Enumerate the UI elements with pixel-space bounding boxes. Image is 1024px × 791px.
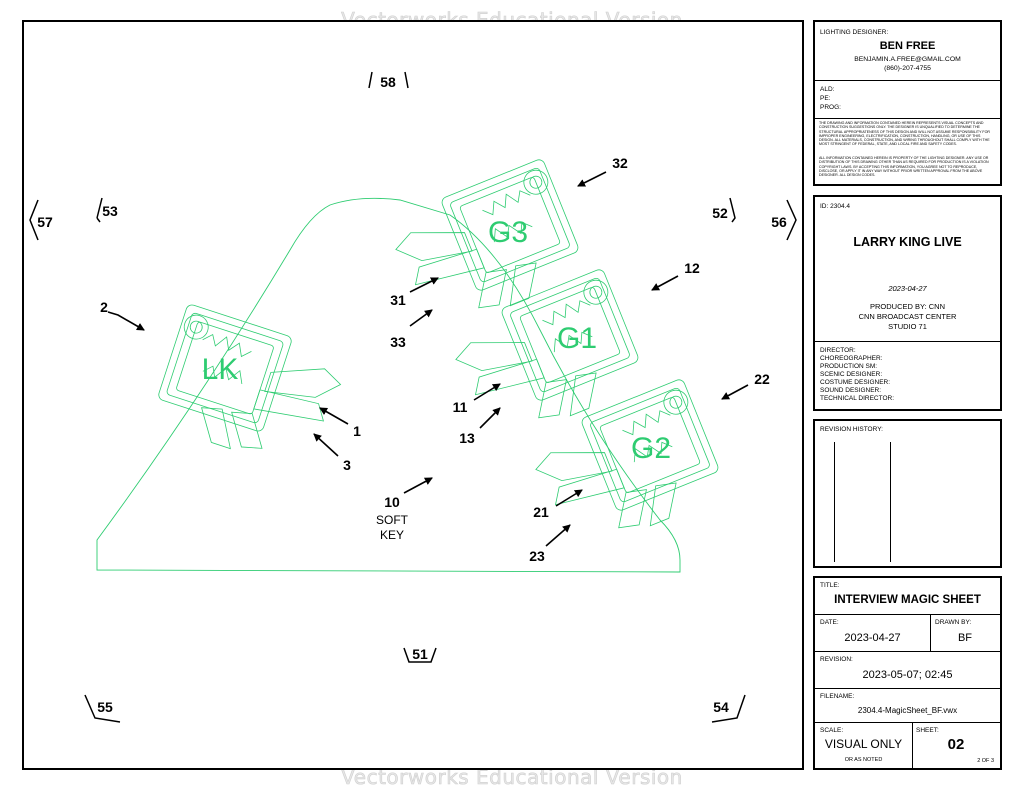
scale-note: OR AS NOTED bbox=[844, 757, 883, 763]
crew-production-sm: PRODUCTION SM: bbox=[820, 363, 878, 370]
crew-scenic-designer: SCENIC DESIGNER: bbox=[820, 371, 883, 378]
channel-label-12: 12 bbox=[684, 260, 700, 276]
sheet-label: SHEET: bbox=[916, 727, 939, 734]
channel-arrow-21 bbox=[555, 489, 583, 507]
designer-block: LIGHTING DESIGNER: BEN FREE BENJAMIN.A.F… bbox=[813, 20, 1002, 186]
channel-54 bbox=[711, 694, 746, 723]
revision-history-block: REVISION HISTORY: bbox=[813, 419, 1002, 568]
channel-label-33: 33 bbox=[390, 334, 406, 350]
group-label-g3: G3 bbox=[488, 216, 528, 249]
title-label: TITLE: bbox=[820, 582, 840, 589]
channel-label-55: 55 bbox=[97, 699, 113, 715]
channel-label-53: 53 bbox=[102, 203, 118, 219]
crew-director: DIRECTOR: bbox=[820, 347, 856, 354]
sheet-of: 2 OF 3 bbox=[977, 758, 994, 764]
channel-label-21: 21 bbox=[533, 504, 549, 520]
channel-label-3: 3 bbox=[343, 457, 351, 473]
production-id: ID: 2304.4 bbox=[820, 203, 850, 210]
revision-history-label: REVISION HISTORY: bbox=[820, 426, 883, 433]
designer-label: LIGHTING DESIGNER: bbox=[820, 29, 889, 36]
group-label-lk: LK bbox=[202, 353, 239, 386]
scale-label: SCALE: bbox=[820, 727, 844, 734]
crew-list: DIRECTOR: CHOREOGRAPHER: PRODUCTION SM: … bbox=[820, 347, 894, 403]
filename-label: FILENAME: bbox=[820, 693, 855, 700]
channel-51 bbox=[403, 647, 437, 663]
channel-label-22: 22 bbox=[754, 371, 770, 387]
disclaimer-design: THE DRAWING AND INFORMATION CONTAINED HE… bbox=[819, 121, 991, 147]
group-lk bbox=[149, 303, 351, 476]
channel-arrow-31 bbox=[409, 277, 439, 293]
group-label-g1: G1 bbox=[557, 322, 597, 355]
channel-label-54: 54 bbox=[713, 699, 729, 715]
drawn-by: BF bbox=[957, 632, 973, 644]
channel-label-51: 51 bbox=[412, 646, 428, 662]
designer-email: BENJAMIN.A.FREE@GMAIL.COM bbox=[854, 56, 961, 63]
pe-label: PE: bbox=[820, 95, 831, 102]
channel-58 bbox=[368, 71, 409, 89]
show-date: 2023-04-27 bbox=[888, 284, 927, 293]
channel-label-2: 2 bbox=[100, 299, 108, 315]
crew-technical-director: TECHNICAL DIRECTOR: bbox=[820, 395, 895, 402]
drawn-by-label: DRAWN BY: bbox=[935, 619, 972, 626]
date-label: DATE: bbox=[820, 619, 839, 626]
group-g1 bbox=[444, 267, 650, 449]
designer-phone: (860)-207-4755 bbox=[884, 65, 931, 72]
group-label-g2: G2 bbox=[631, 432, 671, 465]
crew-choreographer: CHOREOGRAPHER: bbox=[820, 355, 883, 362]
channel-label-23: 23 bbox=[529, 548, 545, 564]
channel-arrow-32 bbox=[577, 171, 607, 187]
soft-key-line1: SOFT bbox=[376, 513, 409, 527]
sheet-info-block: TITLE: INTERVIEW MAGIC SHEET DATE: 2023-… bbox=[813, 576, 1002, 770]
revision-value: 2023-05-07; 02:45 bbox=[862, 669, 953, 681]
channel-label-57: 57 bbox=[37, 214, 53, 230]
channel-arrow-22 bbox=[721, 384, 749, 400]
sheet-number: 02 bbox=[947, 736, 965, 753]
ald-label: ALD: bbox=[820, 86, 835, 93]
channel-53 bbox=[96, 197, 103, 223]
channel-55 bbox=[84, 694, 121, 723]
channel-label-52: 52 bbox=[712, 205, 728, 221]
channel-arrow-33 bbox=[409, 309, 433, 327]
channel-57 bbox=[29, 199, 39, 241]
show-title: LARRY KING LIVE bbox=[853, 235, 962, 249]
channel-label-58: 58 bbox=[380, 74, 396, 90]
group-g2 bbox=[524, 377, 730, 559]
drawing-frame bbox=[22, 20, 804, 770]
sheet-title: INTERVIEW MAGIC SHEET bbox=[834, 594, 981, 606]
channel-label-13: 13 bbox=[459, 430, 475, 446]
magic-sheet-drawing: LK G3 G1 G2 58 53 57 52 56 51 55 54 32 1… bbox=[29, 71, 797, 723]
channel-52 bbox=[729, 197, 736, 223]
disclaimer-copyright: ALL INFORMATION CONTAINED HEREIN IS PROP… bbox=[819, 156, 989, 178]
channel-label-56: 56 bbox=[771, 214, 787, 230]
crew-costume-designer: COSTUME DESIGNER: bbox=[820, 379, 891, 386]
channel-arrow-1 bbox=[319, 407, 349, 425]
channel-label-11: 11 bbox=[453, 399, 468, 415]
designer-name: BEN FREE bbox=[879, 40, 936, 52]
prog-label: PROG: bbox=[820, 104, 841, 111]
channel-arrow-11 bbox=[473, 383, 501, 401]
soft-key-line2: KEY bbox=[380, 528, 404, 542]
produced-by: PRODUCED BY: CNN bbox=[869, 302, 945, 311]
crew-sound-designer: SOUND DESIGNER: bbox=[820, 387, 882, 394]
channel-label-1: 1 bbox=[353, 423, 361, 439]
channel-label-10: 10 bbox=[384, 494, 400, 510]
channel-arrow-3 bbox=[313, 433, 339, 457]
channel-56 bbox=[786, 199, 797, 241]
channel-arrow-2 bbox=[107, 311, 145, 331]
channel-arrow-12 bbox=[651, 275, 679, 291]
channel-arrow-10 bbox=[403, 477, 433, 494]
scale-value: VISUAL ONLY bbox=[824, 737, 903, 751]
channel-arrow-23 bbox=[545, 524, 571, 547]
filename-value: 2304.4-MagicSheet_BF.vwx bbox=[857, 706, 958, 715]
channel-arrow-13 bbox=[479, 407, 501, 429]
production-block: ID: 2304.4 LARRY KING LIVE 2023-04-27 PR… bbox=[813, 195, 1002, 411]
revision-label: REVISION: bbox=[820, 656, 853, 663]
venue: CNN BROADCAST CENTER bbox=[858, 312, 957, 321]
channel-label-32: 32 bbox=[612, 155, 628, 171]
studio: STUDIO 71 bbox=[888, 322, 927, 331]
channel-label-31: 31 bbox=[390, 292, 406, 308]
sheet-date: 2023-04-27 bbox=[844, 632, 901, 644]
